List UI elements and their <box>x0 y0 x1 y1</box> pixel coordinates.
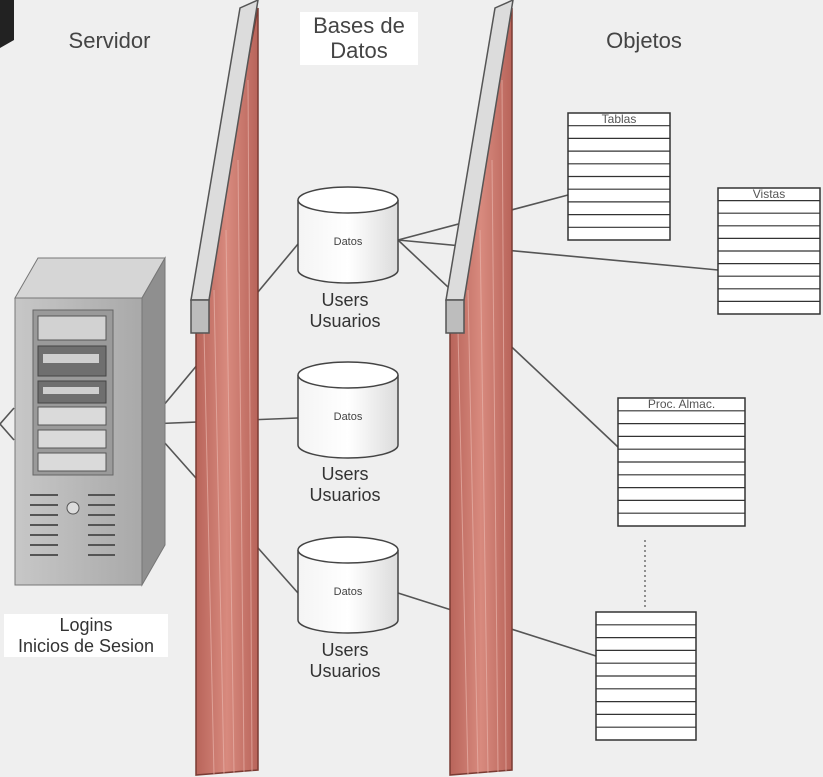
database-1-cylinder-label: Datos <box>333 236 363 248</box>
object-proc-almac-title: Proc. Almac. <box>647 397 716 411</box>
database-2-users-label: Users Usuarios <box>290 464 400 505</box>
database-3-users-label: Users Usuarios <box>290 640 400 681</box>
database-3-users-line2: Usuarios <box>309 660 381 681</box>
object-vistas-title: Vistas <box>752 187 786 201</box>
database-3-cylinder-label: Datos <box>333 586 363 598</box>
server-tower-icon <box>14 256 166 587</box>
database-2-users-line1: Users <box>321 464 369 484</box>
database-cylinder-1-icon <box>297 186 399 284</box>
object-table-tablas <box>567 112 671 241</box>
object-table-vistas <box>717 187 821 315</box>
object-tables <box>567 112 821 741</box>
header-objetos: Objetos <box>606 28 682 53</box>
object-table-unnamed <box>595 611 697 741</box>
database-cylinder-3-icon <box>297 536 399 634</box>
security-wall-1 <box>190 0 259 776</box>
database-1-users-line2: Usuarios <box>309 310 381 331</box>
header-servidor: Servidor <box>68 28 151 53</box>
header-bases-de-datos: Bases de Datos <box>300 12 418 65</box>
wall-stripes <box>457 79 507 776</box>
connector-line <box>0 423 15 441</box>
database-1-users-line1: Users <box>321 290 369 310</box>
wall-stripes <box>203 79 253 776</box>
database-2-cylinder-label: Datos <box>333 411 363 423</box>
wall-cap <box>445 299 465 334</box>
header-bases-line2: Datos <box>330 38 388 64</box>
wall-cap <box>190 299 210 334</box>
database-3-users-line1: Users <box>321 640 369 660</box>
object-table-proc-almac <box>617 397 746 527</box>
connector-line <box>0 407 15 425</box>
header-bases-line1: Bases de <box>313 13 405 38</box>
connector-line <box>397 239 719 271</box>
server-label: Logins Inicios de Sesion <box>4 614 168 658</box>
server-label-line2: Inicios de Sesion <box>17 635 155 656</box>
server-label-line1: Logins <box>59 615 113 635</box>
object-tablas-title: Tablas <box>601 112 637 126</box>
database-cylinder-2-icon <box>297 361 399 459</box>
database-1-users-label: Users Usuarios <box>290 290 400 331</box>
corner-fragment <box>0 0 14 48</box>
security-wall-2 <box>445 0 514 776</box>
database-2-users-line2: Usuarios <box>309 484 381 505</box>
